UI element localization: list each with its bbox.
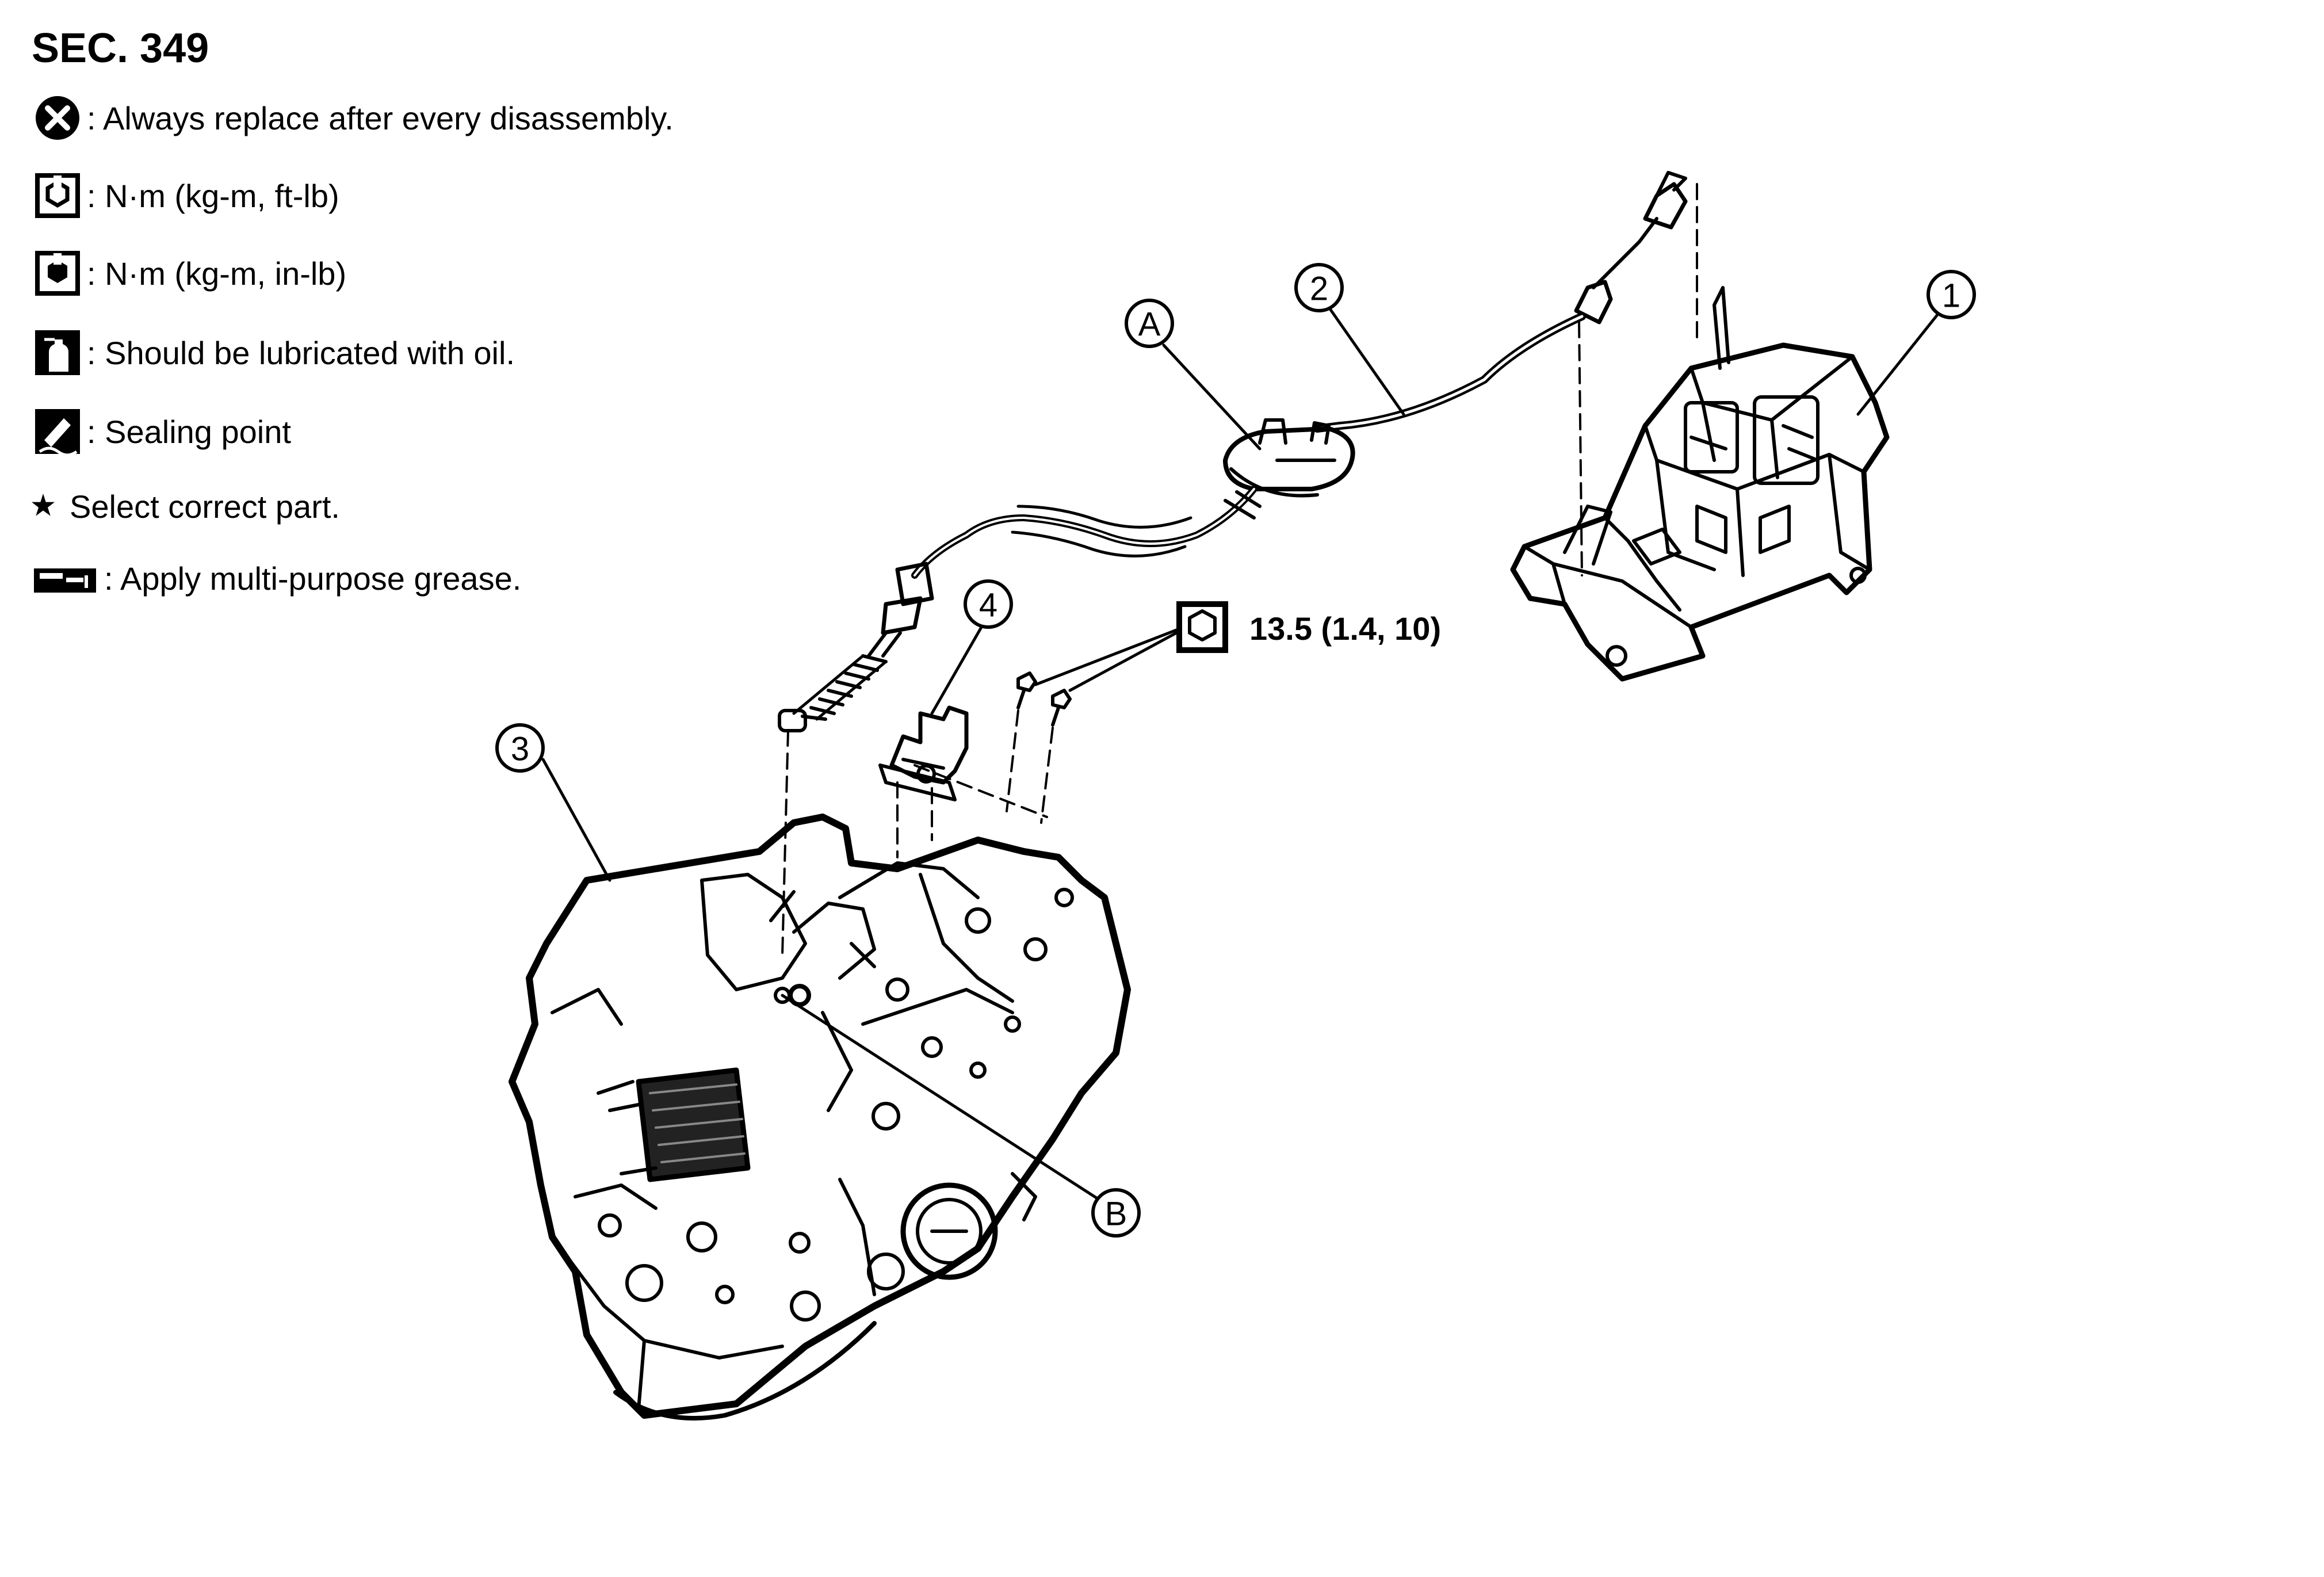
x-circle-icon <box>36 96 79 140</box>
callout-label: B <box>1105 1196 1127 1233</box>
legend-item-oil: : Should be lubricated with oil. <box>32 327 515 379</box>
callout-3: 3 <box>495 723 545 773</box>
star-icon <box>32 494 55 516</box>
torque-wrench-icon <box>35 173 80 218</box>
callout-4: 4 <box>964 579 1013 629</box>
callout-2: 2 <box>1294 263 1344 312</box>
transaxle-assembly <box>509 814 1131 1421</box>
legend-text: Select correct part. <box>70 488 340 525</box>
callout-B: B <box>1091 1188 1141 1238</box>
legend-text: : N·m (kg-m, ft-lb) <box>87 177 339 214</box>
legend-text: : N·m (kg-m, in-lb) <box>87 255 347 292</box>
legend-item-torque-inlb: : N·m (kg-m, in-lb) <box>32 247 346 299</box>
legend-item-sealing: : Sealing point <box>32 406 291 457</box>
bracket <box>878 671 1072 801</box>
callout-label: 2 <box>1310 270 1328 308</box>
callout-label: 3 <box>511 731 529 768</box>
callout-label: 4 <box>979 587 997 624</box>
torque-value: 13.5 (1.4, 10) <box>1249 610 1441 647</box>
torque-wrench-filled-icon <box>35 251 80 296</box>
control-cable <box>778 171 1688 732</box>
leader-lines <box>541 306 1941 1200</box>
legend-text: : Apply multi-purpose grease. <box>104 560 522 597</box>
callout-A: A <box>1125 299 1174 348</box>
alignment-lines <box>781 183 1698 956</box>
section-title: SEC. 349 <box>32 25 209 71</box>
callout-label: A <box>1138 306 1161 343</box>
legend-item-select-part: Select correct part. <box>32 480 340 532</box>
legend-item-torque-ftlb: : N·m (kg-m, ft-lb) <box>32 170 339 222</box>
sealing-point-icon <box>35 409 80 457</box>
legend-item-grease: : Apply multi-purpose grease. <box>32 552 521 604</box>
legend-text: : Sealing point <box>87 413 291 450</box>
legend-text: : Always replace after every disassembly… <box>87 100 674 136</box>
legend-item-replace: : Always replace after every disassembly… <box>32 92 674 144</box>
grease-gun-icon <box>34 568 96 593</box>
oil-can-icon <box>35 330 80 375</box>
control-device-assembly <box>1510 286 1890 682</box>
torque-spec-icon <box>1034 601 1228 692</box>
legend-text: : Should be lubricated with oil. <box>87 334 515 371</box>
callout-label: 1 <box>1942 277 1960 315</box>
callout-1: 1 <box>1927 270 1976 319</box>
